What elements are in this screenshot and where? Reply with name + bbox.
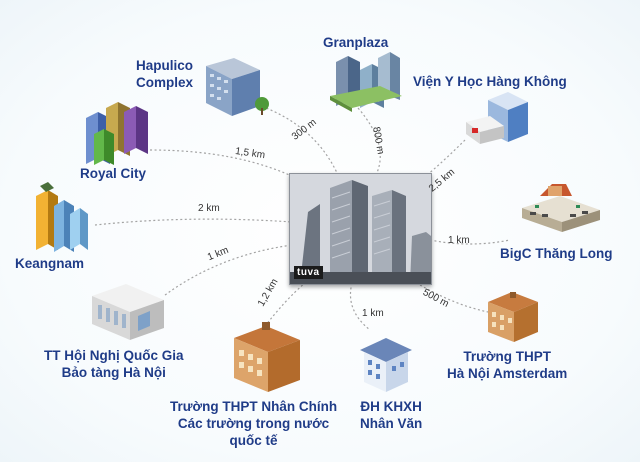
label-nhan-chinh-line2: Các trường trong nước [177, 416, 330, 431]
keangnam-building-icon [36, 182, 88, 252]
granplaza-building-icon [330, 52, 402, 112]
label-amsterdam-line2: Hà Nội Amsterdam [447, 366, 568, 381]
distance-keangnam: 2 km [198, 203, 220, 214]
link-keangnam [94, 218, 293, 226]
label-khxh-line2: Nhân Văn [360, 416, 423, 431]
label-khxh-line1: ĐH KHXH [360, 399, 422, 414]
distance-bigc: 1 km [448, 235, 470, 246]
link-granplaza [357, 107, 381, 176]
royal-city-building-icon [86, 102, 148, 165]
distance-khxh: 1 km [362, 308, 384, 319]
label-amsterdam: Trường THPT Hà Nội Amsterdam [447, 348, 567, 382]
label-hapulico-line1: Hapulico [136, 58, 194, 73]
label-hoi-nghi-line1: TT Hội Nghị Quốc Gia [44, 348, 184, 363]
link-royal-city [149, 149, 301, 181]
tower-illustration [290, 174, 431, 284]
label-nhan-chinh-line1: Trường THPT Nhân Chính [170, 399, 338, 414]
link-vien-y-hoc [414, 139, 466, 186]
label-granplaza: Granplaza [323, 35, 389, 50]
tuva-logo: tuva [294, 266, 323, 279]
amsterdam-school-icon [488, 292, 538, 342]
nhan-chinh-school-icon [234, 322, 300, 392]
vien-y-hoc-building-icon [466, 92, 528, 144]
label-hapulico-line2: Complex [136, 75, 194, 90]
label-khxh: ĐH KHXH Nhân Văn [360, 398, 422, 432]
link-khxh [349, 282, 371, 331]
label-nhan-chinh-line3: quốc tế [229, 433, 278, 448]
khxh-building-icon [360, 338, 412, 392]
label-bigc: BigC Thăng Long [500, 246, 613, 261]
label-keangnam: Keangnam [15, 256, 85, 271]
label-amsterdam-line1: Trường THPT [463, 349, 551, 364]
bigc-building-icon [522, 184, 600, 232]
link-bigc [429, 239, 511, 245]
label-hapulico: Hapulico Complex [136, 57, 193, 91]
project-building-photo: tuva [289, 173, 432, 285]
hoi-nghi-building-icon [92, 284, 164, 340]
link-hoi-nghi [164, 244, 293, 296]
label-nhan-chinh: Trường THPT Nhân Chính Các trường trong … [170, 398, 337, 449]
label-vien-y-hoc: Viện Y Học Hàng Không [413, 74, 567, 89]
label-royal-city: Royal City [80, 166, 147, 181]
hapulico-building-icon [206, 58, 269, 116]
label-hoi-nghi: TT Hội Nghị Quốc Gia Bảo tàng Hà Nội [44, 347, 184, 381]
label-hoi-nghi-line2: Bảo tàng Hà Nội [61, 365, 166, 380]
